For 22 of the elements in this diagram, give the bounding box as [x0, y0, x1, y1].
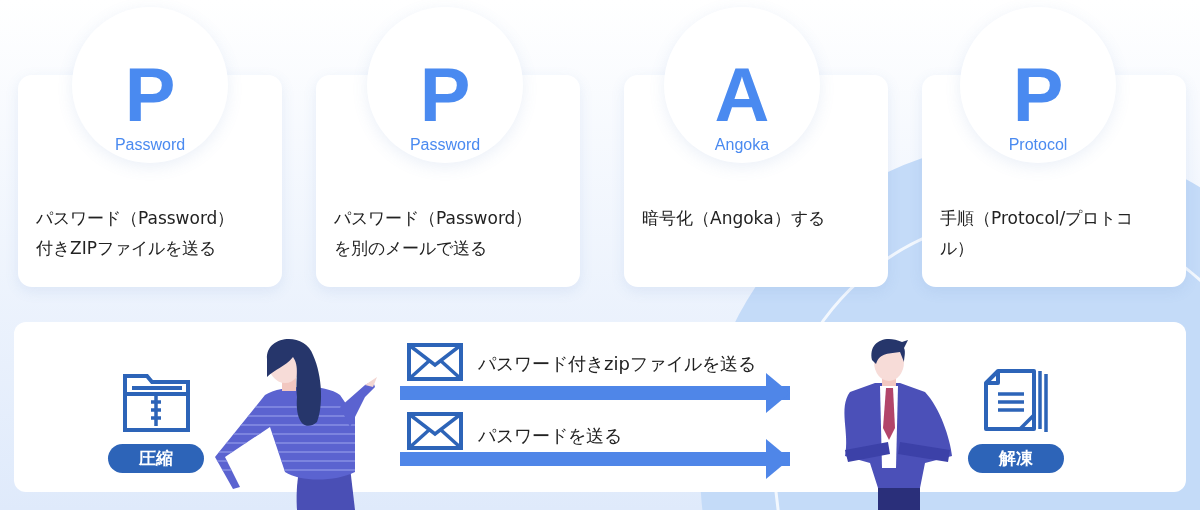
- letter-heading: P: [1011, 57, 1065, 133]
- heading-label: Protocol: [1007, 136, 1069, 154]
- info-card: [624, 7, 888, 287]
- letter-heading: P: [418, 57, 472, 133]
- card-text: パスワード（Password）を別のメールで送る: [334, 207, 534, 260]
- label-badge: 解凍: [968, 444, 1064, 473]
- info-card: [922, 7, 1186, 287]
- heading-label: Password: [113, 136, 187, 154]
- info-card: [316, 7, 580, 287]
- arrow: [400, 439, 790, 479]
- card-text: 暗号化（Angoka）する: [642, 207, 826, 230]
- card-text: パスワード（Password）付きZIPファイルを送る: [36, 207, 236, 260]
- letter-heading: P: [123, 57, 177, 133]
- letter-heading: A: [713, 57, 771, 133]
- heading-label: Password: [408, 136, 482, 154]
- edge-label: パスワードを送る: [478, 424, 622, 448]
- arrow: [400, 373, 790, 413]
- edge-label: パスワード付きzipファイルを送る: [478, 352, 756, 376]
- heading-label: Angoka: [713, 136, 771, 154]
- label-badge: 圧縮: [108, 444, 204, 473]
- card-text: 手順（Protocol/プロトコル）: [940, 207, 1135, 260]
- info-card: [18, 7, 282, 287]
